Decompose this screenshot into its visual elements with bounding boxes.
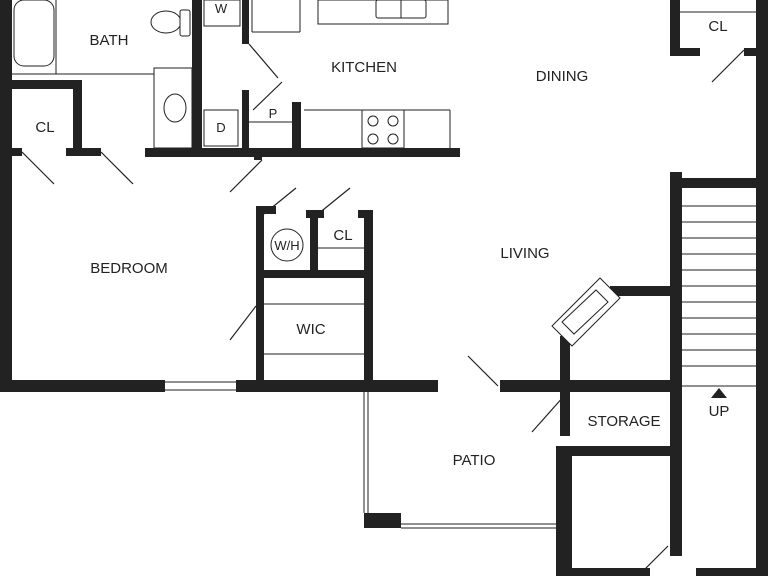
room-label-closet-bedroom: CL — [35, 119, 54, 136]
bathtub — [13, 0, 55, 67]
room-label-patio: PATIO — [453, 452, 496, 469]
up-arrow-icon — [711, 388, 727, 398]
room-labels: BATH KITCHEN DINING BEDROOM LIVING WIC P… — [35, 1, 729, 469]
room-label-living: LIVING — [500, 245, 549, 262]
fixture-label-dryer: D — [216, 120, 225, 135]
room-label-closet-hall: CL — [333, 227, 352, 244]
room-label-wic: WIC — [296, 321, 325, 338]
room-label-bath: BATH — [90, 32, 129, 49]
range — [361, 109, 405, 149]
fixture-label-water-heater: W/H — [274, 238, 299, 253]
fixture-label-washer: W — [215, 1, 228, 16]
doors — [21, 43, 745, 576]
room-label-dining: DINING — [536, 68, 589, 85]
water-heater — [270, 228, 304, 262]
room-label-bedroom: BEDROOM — [90, 260, 168, 277]
stairs-label-up: UP — [709, 403, 730, 420]
fixtures — [13, 0, 727, 398]
stair-treads — [682, 205, 756, 387]
toilet — [150, 10, 182, 34]
room-label-kitchen: KITCHEN — [331, 59, 397, 76]
fixture-label-pantry: P — [269, 106, 278, 121]
washer — [203, 0, 241, 27]
sink-icon — [163, 93, 187, 123]
room-label-closet-dining: CL — [708, 18, 727, 35]
thin-lines — [12, 0, 756, 529]
room-label-storage: STORAGE — [587, 413, 660, 430]
dryer — [203, 109, 239, 147]
